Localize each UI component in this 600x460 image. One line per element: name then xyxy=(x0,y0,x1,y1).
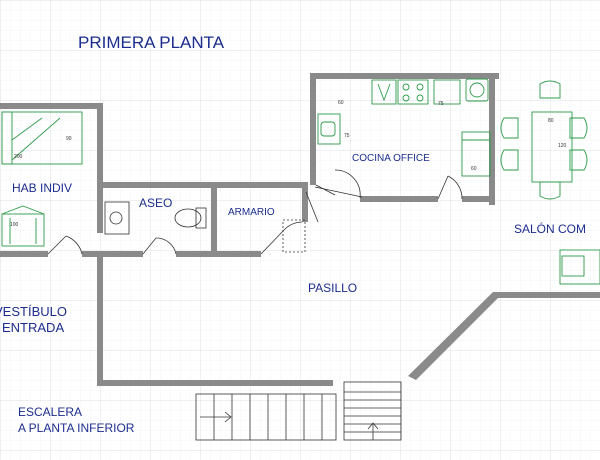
room-label-armario: ARMARIO xyxy=(228,207,275,218)
svg-text:75: 75 xyxy=(438,101,444,107)
svg-text:100: 100 xyxy=(10,222,19,228)
room-label-escalera-2: A PLANTA INFERIOR xyxy=(18,421,135,435)
room-label-escalera-1: ESCALERA xyxy=(18,405,82,419)
sofa xyxy=(559,249,600,285)
room-label-hab-indiv: HAB INDIV xyxy=(12,181,72,195)
bathroom-fixtures xyxy=(104,201,207,235)
room-label-aseo: ASEO xyxy=(139,196,172,210)
svg-text:120: 120 xyxy=(558,143,567,149)
kitchen-sink xyxy=(317,113,341,145)
stairs-right xyxy=(343,381,402,441)
doors xyxy=(47,169,463,255)
svg-text:75: 75 xyxy=(344,133,350,139)
room-label-pasillo: PASILLO xyxy=(308,281,357,295)
walls xyxy=(0,73,600,386)
bath-sink xyxy=(104,201,130,235)
fridge xyxy=(461,131,491,177)
plan-title: PRIMERA PLANTA xyxy=(78,33,225,52)
washer xyxy=(465,78,489,102)
room-label-vestibulo-2: ENTRADA xyxy=(2,320,64,335)
svg-text:60: 60 xyxy=(471,166,477,172)
room-label-salon: SALÓN COM xyxy=(514,221,586,236)
svg-text:60: 60 xyxy=(338,100,344,106)
cooktop xyxy=(397,79,429,105)
svg-text:80: 80 xyxy=(548,118,554,124)
room-label-vestibulo-1: VESTÍBULO xyxy=(0,304,67,319)
svg-text:200: 200 xyxy=(14,154,23,160)
stairs-left xyxy=(195,393,337,441)
diagonal-wall xyxy=(408,292,499,380)
toilet xyxy=(174,208,202,228)
dimension-labels: 90 200 100 60 75 75 60 80 120 xyxy=(10,100,567,228)
furniture xyxy=(1,78,600,285)
svg-text:90: 90 xyxy=(66,136,72,142)
desk xyxy=(1,213,45,247)
room-label-cocina: COCINA OFFICE xyxy=(352,153,430,164)
